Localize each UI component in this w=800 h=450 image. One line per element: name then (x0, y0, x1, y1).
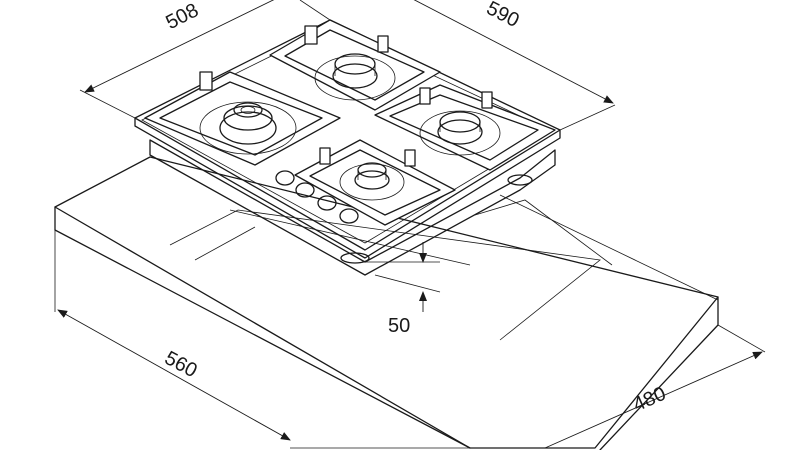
grate-rear-left (144, 71, 341, 166)
gas-cooktop (134, 19, 561, 276)
knob-1 (275, 170, 295, 186)
dimension-label-50: 50 (388, 315, 410, 337)
countertop-slab (54, 156, 719, 450)
dimension-label-480: 480 (630, 383, 669, 417)
dimension-label-560: 560 (161, 347, 201, 382)
knob-2 (295, 182, 315, 198)
burner-right (419, 110, 501, 156)
dimension-label-590: 590 (483, 0, 523, 32)
dimension-50: 50 (365, 242, 441, 337)
grate-right (374, 84, 556, 171)
grate-rear (269, 19, 441, 111)
knob-4 (339, 208, 359, 224)
dimension-label-508: 508 (162, 0, 202, 34)
dimension-480: 480 (544, 324, 766, 449)
burner-rear (314, 53, 396, 101)
control-knobs (275, 170, 359, 224)
burner-front (339, 162, 405, 201)
grate-front (294, 139, 456, 226)
knob-3 (317, 195, 337, 211)
burner-wok (199, 101, 297, 155)
